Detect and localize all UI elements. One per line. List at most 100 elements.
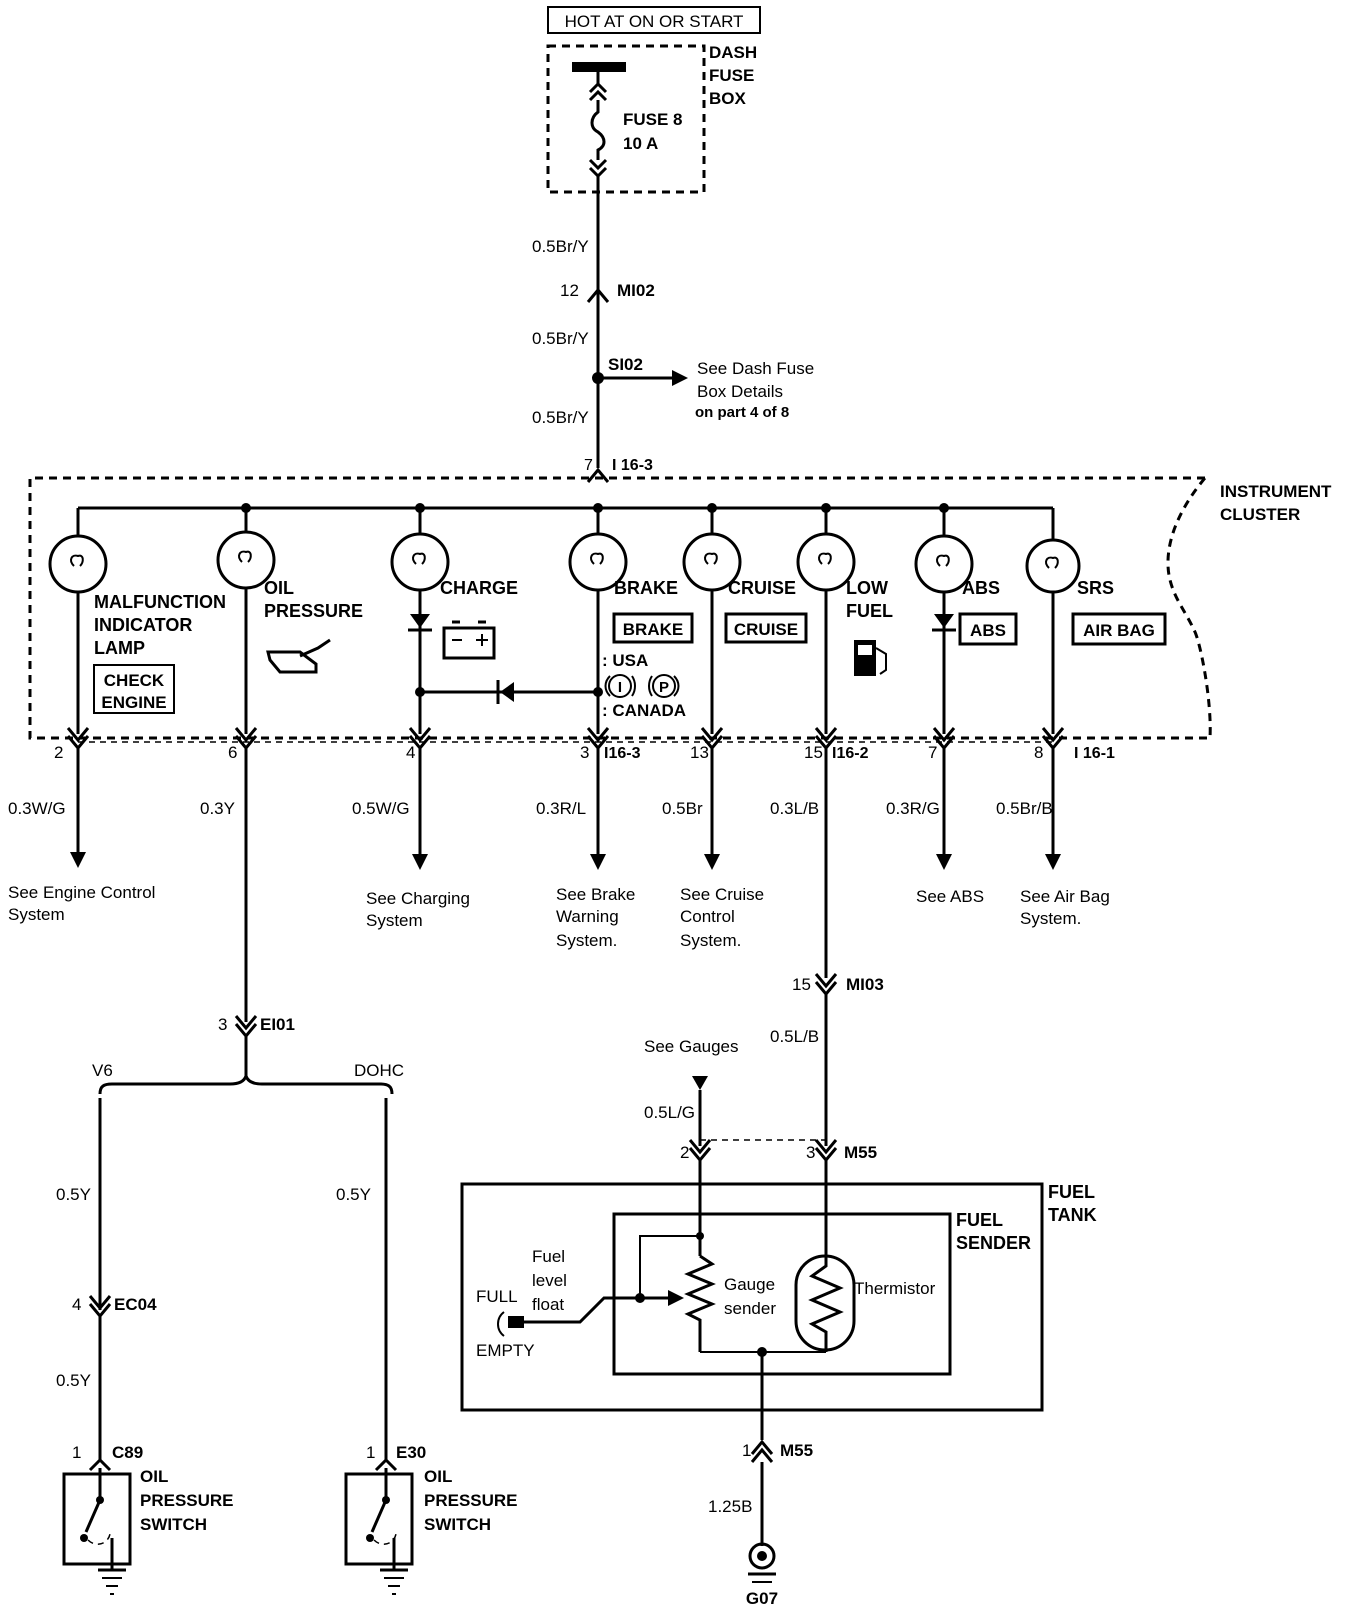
connector-m55-ground [750,1439,774,1463]
svg-text:C89: C89 [112,1443,143,1462]
switch-contact-icon [84,1499,102,1533]
bulb-cruise [682,508,742,734]
svg-text:See Engine Control: See Engine Control [8,883,155,902]
svg-text:SENDER: SENDER [956,1233,1031,1253]
ground-icon [748,1542,776,1570]
svg-text:3: 3 [580,743,589,762]
svg-text:FUEL: FUEL [1048,1182,1095,1202]
svg-text:See Charging: See Charging [366,889,470,908]
svg-text:FUSE: FUSE [709,66,754,85]
svg-text:INSTRUMENT: INSTRUMENT [1220,482,1332,501]
svg-text:CHARGE: CHARGE [440,578,518,598]
label-abs: ABS ABS [958,578,1018,646]
diode-icon [500,682,514,702]
svg-text:1: 1 [742,1441,751,1460]
svg-text:13: 13 [690,743,709,762]
svg-text:0.3L/B: 0.3L/B [770,799,819,818]
svg-text:OIL: OIL [424,1467,452,1486]
svg-text:BOX: BOX [709,89,747,108]
svg-text:0.5Y: 0.5Y [56,1371,91,1390]
bulb-brake [420,508,628,734]
svg-text:Fuel: Fuel [532,1247,565,1266]
svg-text:0.3R/L: 0.3R/L [536,799,586,818]
svg-text:7: 7 [928,743,937,762]
svg-text:LAMP: LAMP [94,638,145,658]
svg-text:FUEL: FUEL [956,1210,1003,1230]
svg-text:M55: M55 [844,1143,877,1162]
float-icon [508,1316,524,1328]
diode-icon [934,614,954,628]
svg-text:1: 1 [72,1443,81,1462]
svg-text:System.: System. [556,931,617,950]
svg-text:INDICATOR: INDICATOR [94,615,192,635]
fuel-ground: 1 M55 1.25B G07 [708,1439,813,1608]
svg-text:I16-2: I16-2 [832,745,869,762]
svg-text:3: 3 [806,1143,815,1162]
svg-text:1.25B: 1.25B [708,1497,752,1516]
label-low-fuel: LOW FUEL [846,578,893,676]
diode-icon [410,614,430,628]
svg-text:0.3W/G: 0.3W/G [8,799,66,818]
output-abs: 7 0.3R/G See ABS [886,743,984,906]
svg-text:0.5L/G: 0.5L/G [644,1103,695,1122]
svg-text:I 16-1: I 16-1 [1074,745,1115,762]
svg-text:: USA: : USA [602,651,648,670]
svg-text:BRAKE: BRAKE [614,578,678,598]
svg-text:8: 8 [1034,743,1043,762]
bulb-lowfuel [796,508,856,734]
svg-text:0.5Br/B: 0.5Br/B [996,799,1053,818]
svg-text:0.5L/B: 0.5L/B [770,1027,819,1046]
svg-text:G07: G07 [746,1589,778,1608]
fuel-circuit: 15 MI03 0.5L/B See Gauges 0.5L/G 2 3 M55 [644,973,884,1256]
output-srs: 8 I 16-1 0.5Br/B See Air Bag System. [996,743,1115,928]
bulb-mil [48,508,108,734]
svg-text:System.: System. [680,931,741,950]
svg-text:BRAKE: BRAKE [623,620,683,639]
svg-text:CRUISE: CRUISE [734,620,798,639]
svg-text:TANK: TANK [1048,1205,1097,1225]
svg-text:ENGINE: ENGINE [101,693,166,712]
connector-i16-3-top [586,467,610,483]
fuse-8 [590,100,606,160]
svg-text:0.5Br/Y: 0.5Br/Y [532,237,589,256]
label-brake: BRAKE BRAKE : USA I P : CANADA [602,578,694,720]
svg-text:10 A: 10 A [623,134,658,153]
switch-contact-icon [370,1499,388,1533]
svg-text:6: 6 [228,743,237,762]
bulb-srs [1025,538,1081,734]
output-mil: 2 0.3W/G See Engine Control System [8,743,155,924]
svg-text:12: 12 [560,281,579,300]
svg-text:FUSE 8: FUSE 8 [623,110,683,129]
svg-text:: CANADA: : CANADA [602,701,686,720]
oil-can-icon [266,638,331,674]
svg-text:FULL: FULL [476,1287,518,1306]
svg-text:Control: Control [680,907,735,926]
svg-text:CLUSTER: CLUSTER [1220,505,1300,524]
svg-text:P: P [659,679,669,696]
label-cruise: CRUISE CRUISE [724,578,808,644]
svg-text:System: System [366,911,423,930]
svg-text:level: level [532,1271,567,1290]
svg-text:I: I [618,679,622,696]
label-oil-pressure: OIL PRESSURE [264,578,363,674]
svg-text:0.5Br: 0.5Br [662,799,703,818]
output-cruise: 13 0.5Br See Cruise Control System. [662,743,764,950]
output-brake: 3 I16-3 0.3R/L See Brake Warning System. [536,743,641,950]
svg-text:M55: M55 [780,1441,813,1460]
svg-text:Gauge: Gauge [724,1275,775,1294]
svg-text:System: System [8,905,65,924]
svg-text:2: 2 [680,1143,689,1162]
svg-text:LOW: LOW [846,578,888,598]
svg-text:V6: V6 [92,1061,113,1080]
svg-text:0.5Br/Y: 0.5Br/Y [532,408,589,427]
battery-icon [442,626,496,660]
svg-text:7: 7 [584,457,593,474]
svg-text:Thermistor: Thermistor [854,1279,936,1298]
oil-pressure-switch-e30: 1 E30 OIL PRESSURE SWITCH [344,1443,518,1595]
fuel-sender: FUEL SENDER Gauge sender Thermistor Fuel… [476,1210,1031,1440]
bulb-oil [216,508,276,734]
label-mil: MALFUNCTION INDICATOR LAMP CHECK ENGINE [93,592,226,714]
svg-text:EMPTY: EMPTY [476,1341,535,1360]
svg-text:System.: System. [1020,909,1081,928]
svg-text:ABS: ABS [962,578,1000,598]
